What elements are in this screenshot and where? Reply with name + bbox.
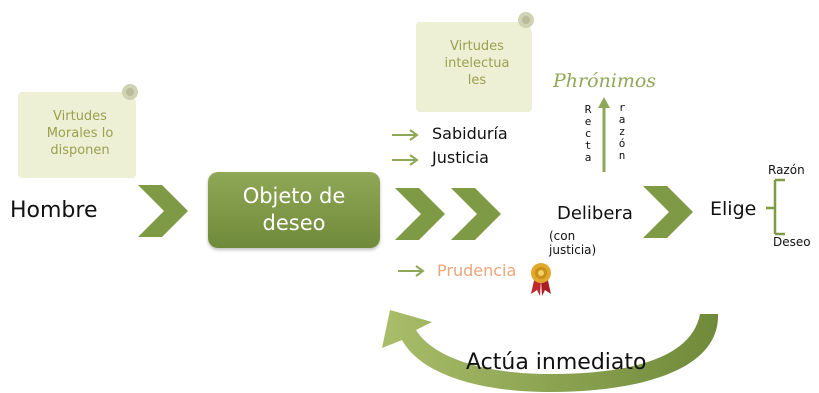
small-arrow-icon (392, 154, 419, 166)
medal-icon (531, 263, 551, 296)
scroll-virtudes-intelectuales (416, 22, 532, 112)
recta-vertical-label: Recta (584, 103, 592, 164)
small-arrow-icon (398, 265, 425, 277)
razon-vertical-label: razón (618, 101, 626, 162)
scroll-curl-icon (518, 12, 534, 28)
razon-label: Razón (768, 163, 805, 177)
virtudes-intelectuales-text: Virtudes intelectua les (444, 39, 510, 88)
scroll-virtudes-morales (18, 92, 136, 178)
double-chevron-arrow-icon (395, 188, 501, 240)
justicia-label: Justicia (432, 148, 489, 167)
curved-return-arrow-icon (382, 310, 719, 392)
objeto-de-deseo-box: Objeto de deseo (208, 172, 380, 248)
chevron-arrow-icon (643, 186, 693, 238)
sabiduria-label: Sabiduría (432, 124, 508, 143)
up-arrow-icon (598, 97, 610, 172)
virtudes-morales-text: Virtudes Morales lo disponen (46, 109, 114, 158)
phronimos-label: Phrónimos (553, 70, 657, 92)
bracket-icon (766, 178, 785, 236)
elige-label: Elige (710, 198, 757, 220)
chevron-arrow-icon (138, 185, 188, 237)
con-justicia-label: (con justicia) (549, 229, 597, 257)
small-arrow-icon (392, 129, 419, 141)
hombre-label: Hombre (10, 198, 98, 223)
prudencia-label: Prudencia (437, 261, 517, 280)
actua-inmediato-label: Actúa inmediato (466, 350, 647, 375)
deseo-label: Deseo (773, 235, 811, 249)
scroll-curl-icon (122, 84, 138, 100)
delibera-label: Delibera (557, 203, 633, 224)
